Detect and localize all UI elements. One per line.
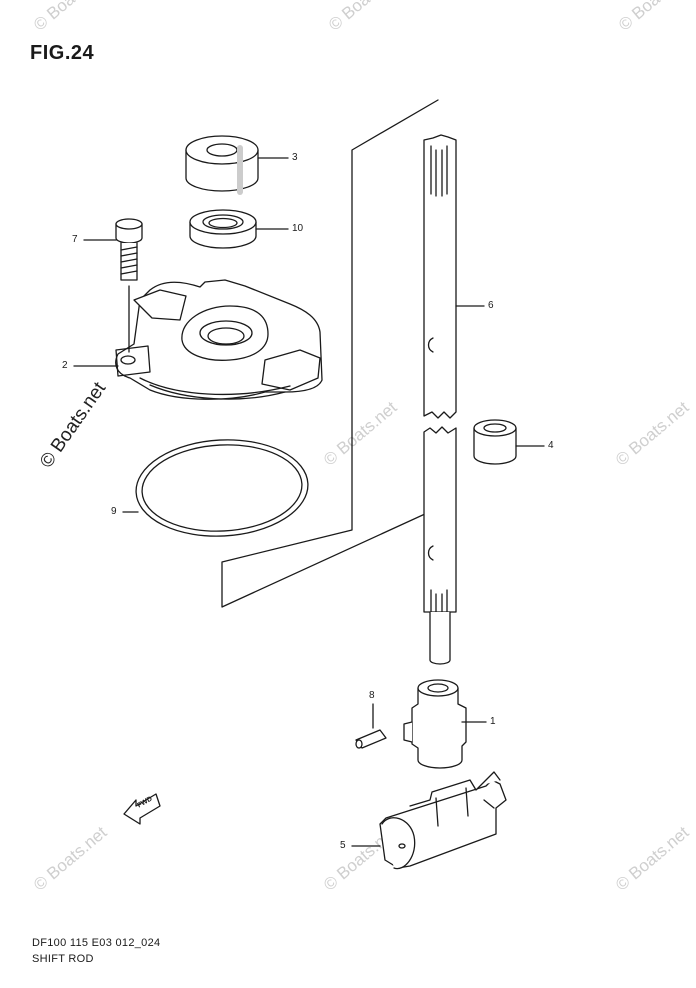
part-10-oil-seal bbox=[189, 209, 257, 249]
part-4-bushing bbox=[473, 419, 517, 465]
callout-9: 9 bbox=[111, 506, 117, 517]
part-9-o-ring bbox=[135, 439, 309, 537]
callout-4: 4 bbox=[548, 440, 554, 451]
caption-title: SHIFT ROD bbox=[32, 953, 94, 965]
figure-title: FIG.24 bbox=[30, 42, 95, 64]
callout-5: 5 bbox=[340, 840, 346, 851]
part-6-shift-rod bbox=[423, 134, 457, 665]
callout-8: 8 bbox=[369, 690, 375, 701]
callout-6: 6 bbox=[488, 300, 494, 311]
callout-1: 1 bbox=[490, 716, 496, 727]
caption-code: DF100 115 E03 012_024 bbox=[32, 937, 161, 949]
part-5-shift-cam bbox=[379, 771, 507, 870]
part-7-bolt bbox=[115, 218, 143, 281]
part-2-cover bbox=[115, 279, 323, 400]
part-3-bushing bbox=[185, 135, 259, 195]
assembly-bracket bbox=[221, 99, 439, 608]
fwd-arrow-icon bbox=[123, 793, 161, 825]
callout-7: 7 bbox=[72, 234, 78, 245]
part-8-pin bbox=[355, 729, 387, 749]
callout-10: 10 bbox=[292, 223, 304, 234]
callout-2: 2 bbox=[62, 360, 68, 371]
part-1-joint bbox=[403, 679, 467, 769]
callout-3: 3 bbox=[292, 152, 298, 163]
